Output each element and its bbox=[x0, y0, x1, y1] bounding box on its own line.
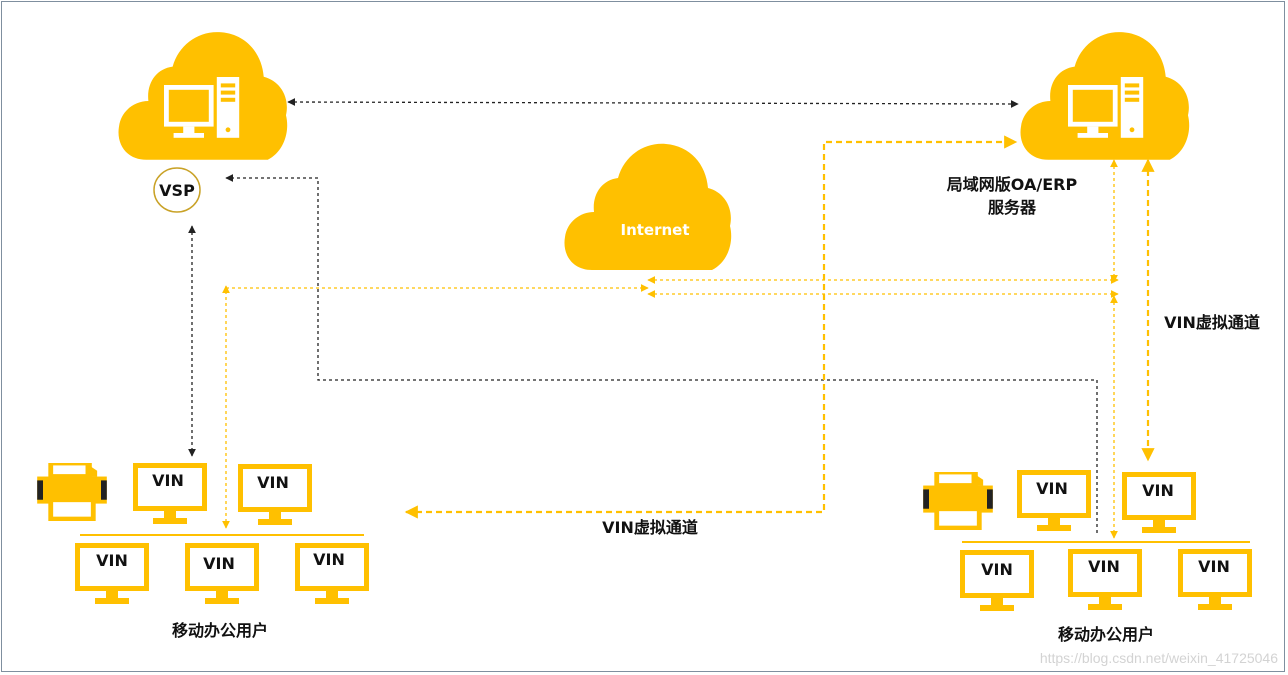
vsp-label: VSP bbox=[159, 181, 195, 200]
right-users-vsp-link bbox=[225, 174, 1098, 533]
monitor-label: VIN bbox=[96, 551, 128, 570]
watermark-text: https://blog.csdn.net/weixin_41725046 bbox=[1040, 650, 1278, 666]
internet-label: Internet bbox=[620, 221, 689, 239]
center-vin-tunnel bbox=[404, 135, 1018, 519]
monitor-label: VIN bbox=[152, 471, 184, 490]
tunnel-center-label: VIN虚拟通道 bbox=[602, 518, 698, 537]
vsp-server-link bbox=[287, 98, 1019, 108]
left-user-group: VIN VIN VIN VIN VIN 移动办公用户 bbox=[37, 463, 369, 640]
monitor-label: VIN bbox=[1088, 557, 1120, 576]
cloud-icon bbox=[564, 143, 732, 270]
monitor-label: VIN bbox=[313, 550, 345, 569]
server-cloud: 局域网版OA/ERP 服务器 bbox=[947, 32, 1190, 217]
printer-icon bbox=[37, 463, 107, 519]
vsp-cloud: VSP bbox=[118, 32, 288, 213]
server-label-line2: 服务器 bbox=[988, 198, 1037, 217]
monitor-label: VIN bbox=[1036, 479, 1068, 498]
internet-cloud: Internet bbox=[564, 143, 732, 270]
monitor-label: VIN bbox=[257, 473, 289, 492]
monitor-label: VIN bbox=[1142, 481, 1174, 500]
monitor-icon bbox=[185, 543, 259, 604]
monitor-label: VIN bbox=[203, 554, 235, 573]
monitor-label: VIN bbox=[1198, 557, 1230, 576]
tunnel-right-label: VIN虚拟通道 bbox=[1164, 313, 1260, 332]
right-user-group: VIN VIN VIN VIN VIN 移动办公用户 bbox=[923, 470, 1252, 644]
printer-icon bbox=[923, 472, 993, 528]
left-group-label: 移动办公用户 bbox=[172, 621, 268, 640]
server-label-line1: 局域网版OA/ERP bbox=[947, 175, 1078, 194]
connection-lines bbox=[188, 98, 1155, 539]
monitor-label: VIN bbox=[981, 560, 1013, 579]
right-group-label: 移动办公用户 bbox=[1058, 625, 1154, 644]
